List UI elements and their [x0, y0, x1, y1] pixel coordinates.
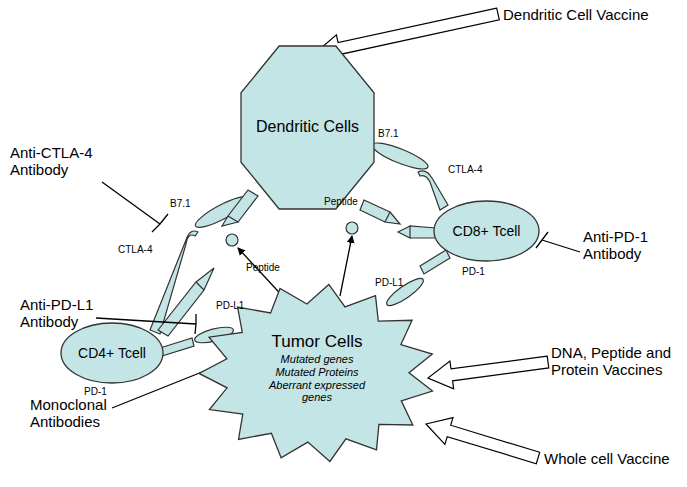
- receptor-label: Peptide: [246, 262, 280, 274]
- callout-label: Anti-PD-L1 Antibody: [20, 296, 120, 331]
- mhc-receptor: [360, 200, 400, 224]
- callout-label: Anti-CTLA-4 Antibody: [10, 144, 110, 179]
- cell-name: CD8+ Tcell: [453, 223, 521, 239]
- cell-name: CD4+ Tcell: [78, 345, 146, 361]
- t-cell: CD4+ Tcell: [60, 322, 164, 384]
- cell-name: Tumor Cells: [257, 332, 377, 352]
- dendritic-cell: Dendritic Cells: [240, 45, 375, 210]
- ctla4-receptor: [418, 171, 448, 210]
- hollow-arrow: [426, 418, 540, 464]
- cell-note: Mutated genes Mutated Proteins Aberrant …: [262, 353, 372, 404]
- receptor-label: CTLA-4: [118, 244, 152, 256]
- callout-label: Whole cell Vaccine: [544, 450, 670, 467]
- callout-label: DNA, Peptide and Protein Vaccines: [551, 344, 683, 379]
- receptor-label: PD-1: [84, 386, 107, 398]
- tcr-receptor: [158, 268, 214, 336]
- receptor-label: B7.1: [170, 198, 191, 210]
- b7-receptor: [370, 138, 431, 173]
- mhc-receptor: [222, 190, 258, 226]
- t-cell: CD8+ Tcell: [433, 200, 540, 262]
- receptor-label: PD-L1: [375, 277, 403, 289]
- pd1-receptor: [420, 250, 450, 274]
- antigen-arrow: [340, 236, 352, 296]
- callout-label: Dendritic Cell Vaccine: [503, 6, 649, 23]
- receptor-label: Peptide: [324, 196, 358, 208]
- receptor-label: CTLA-4: [448, 164, 482, 176]
- tcr-receptor: [398, 226, 436, 238]
- receptor-label: B7.1: [378, 128, 399, 140]
- antibody-leader: [536, 232, 580, 252]
- callout-label: Monoclonal Antibodies: [30, 396, 130, 431]
- callout-label: Anti-PD-1 Antibody: [583, 228, 683, 263]
- cell-name: Dendritic Cells: [256, 118, 359, 136]
- peptide-dot: [346, 222, 358, 234]
- pd1-receptor: [160, 338, 194, 356]
- receptor-label: PD-1: [462, 266, 485, 278]
- receptor-label: PD-L1: [216, 300, 244, 312]
- peptide-dot: [226, 234, 238, 246]
- hollow-arrow: [428, 356, 549, 389]
- antibody-leader: [102, 182, 168, 232]
